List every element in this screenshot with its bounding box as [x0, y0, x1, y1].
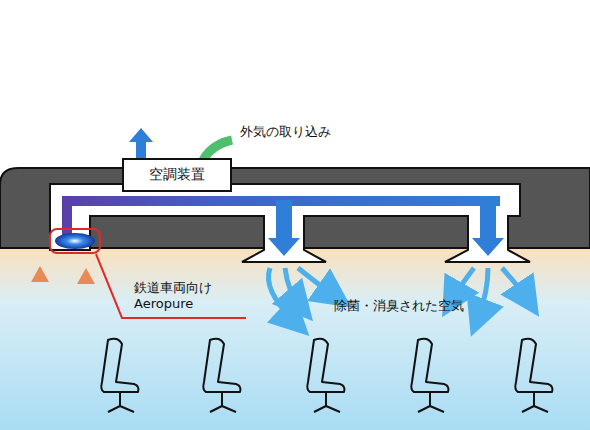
node-text: 空調装置 — [149, 166, 205, 184]
intake-label: 外気の取り込み — [240, 124, 331, 140]
device-callout: 鉄道車両向け Aeropure — [134, 280, 238, 313]
air-label: 除菌・消臭された空気 — [334, 298, 464, 314]
air-conditioner-box: 空調装置 — [122, 158, 232, 192]
